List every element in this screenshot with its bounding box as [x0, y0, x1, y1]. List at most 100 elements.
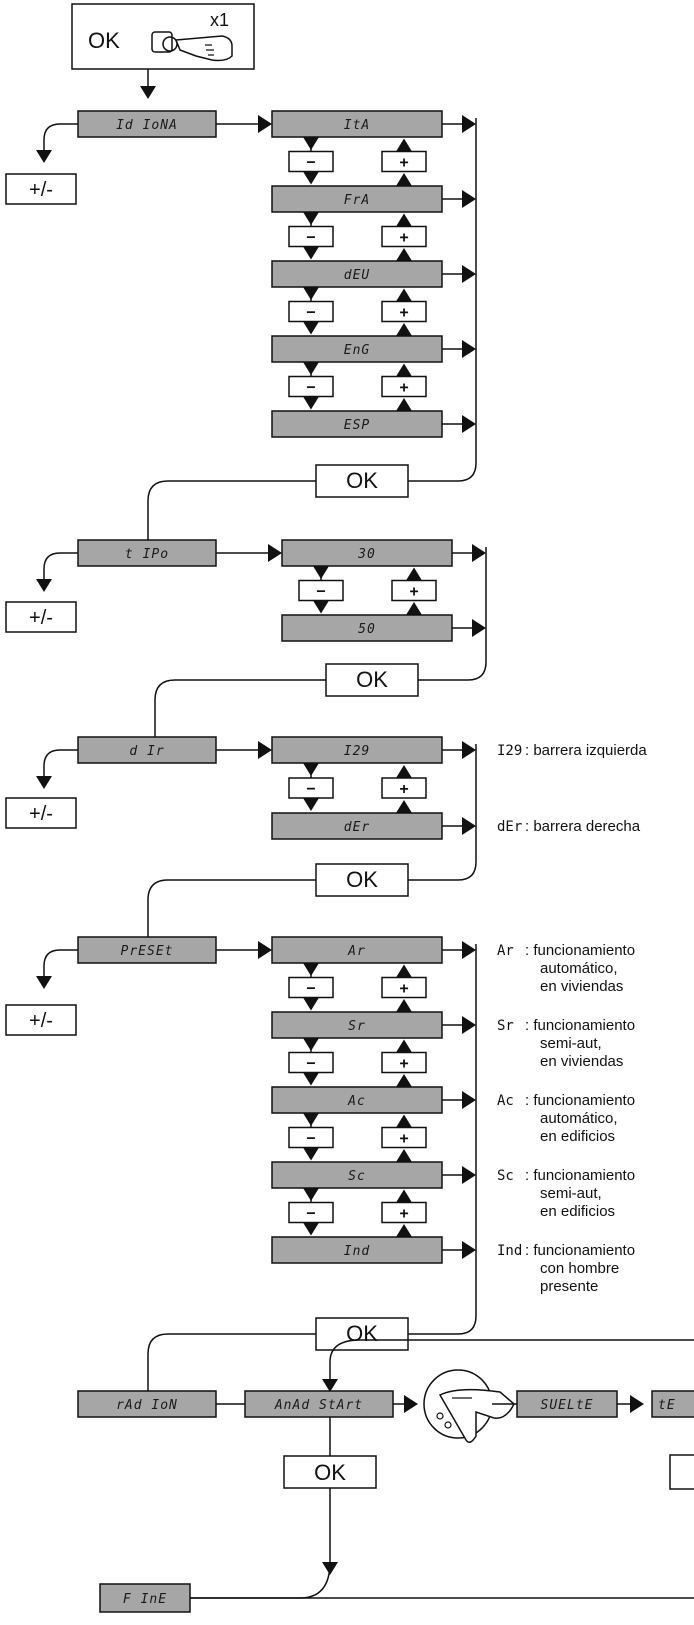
arrow-up-icon	[396, 1189, 412, 1203]
note-dir-1: dEr: barrera derecha	[497, 818, 641, 835]
option-idioma-0[interactable]: ItA	[271, 110, 443, 138]
arrow-up-icon	[396, 1149, 412, 1162]
plus-idioma-2-rect	[381, 300, 427, 323]
arrow-down-icon	[303, 1113, 319, 1126]
option-dir-1[interactable]: dEr	[271, 812, 443, 840]
plus-dir-0[interactable]: +	[381, 777, 427, 799]
plus-dir-0-label: +	[399, 781, 408, 798]
minus-preset-3[interactable]: −	[288, 1201, 334, 1224]
arrow-up-icon	[396, 173, 412, 186]
menu-dir[interactable]: d Ir	[77, 736, 217, 764]
count-label: x1	[210, 10, 229, 30]
note-dir-0-line-0: : barrera izquierda	[525, 742, 647, 759]
arrow-right-icon	[462, 1241, 476, 1259]
menu-tipo[interactable]: t IPo	[77, 539, 217, 567]
option-dir-1-label: dEr	[344, 820, 370, 835]
minus-preset-1[interactable]: −	[288, 1051, 334, 1074]
option-idioma-3[interactable]: EnG	[271, 335, 443, 363]
next-step-label: tE	[658, 1398, 676, 1413]
minus-preset-3-label: −	[306, 1206, 315, 1223]
option-tipo-0[interactable]: 30	[281, 539, 453, 567]
minus-idioma-2[interactable]: −	[288, 300, 334, 323]
arrow-down-icon	[303, 396, 319, 410]
menu-idioma[interactable]: Id IoNA	[77, 110, 217, 138]
plus-idioma-1[interactable]: +	[381, 225, 427, 248]
option-preset-1[interactable]: Sr	[271, 1011, 443, 1039]
menu-preset-rect	[77, 936, 217, 964]
plus-preset-2[interactable]: +	[381, 1126, 427, 1149]
option-idioma-1[interactable]: FrA	[271, 185, 443, 213]
menu-preset-label: PrESEt	[121, 944, 174, 959]
ok-tipo[interactable]: OK	[325, 663, 419, 697]
option-preset-0[interactable]: Ar	[271, 936, 443, 964]
arrow-down-icon	[36, 776, 52, 789]
option-preset-3-rect	[271, 1161, 443, 1189]
note-preset-4-line-2: presente	[540, 1278, 598, 1295]
arrow-right-icon	[462, 741, 476, 759]
option-preset-3[interactable]: Sc	[271, 1161, 443, 1189]
option-preset-4[interactable]: Ind	[271, 1236, 443, 1264]
option-preset-1-rect	[271, 1011, 443, 1039]
minus-dir-0[interactable]: −	[288, 777, 334, 799]
plus-minus-dir[interactable]: +/-	[5, 797, 77, 829]
minus-idioma-1[interactable]: −	[288, 225, 334, 248]
option-dir-0-label: I29	[344, 744, 370, 759]
plus-minus-preset[interactable]: +/-	[5, 1004, 77, 1036]
arrow-down-icon	[303, 137, 319, 150]
minus-idioma-0[interactable]: −	[288, 150, 334, 173]
ok-dir[interactable]: OK	[315, 863, 409, 897]
minus-idioma-3[interactable]: −	[288, 375, 334, 398]
minus-preset-2[interactable]: −	[288, 1126, 334, 1149]
menu-idioma-rect	[77, 110, 217, 138]
note-preset-0-line-1: automático,	[540, 960, 618, 977]
note-preset-1-line-1: semi-aut,	[540, 1035, 602, 1052]
plus-minus-preset-rect	[5, 1004, 77, 1036]
plus-minus-tipo[interactable]: +/-	[5, 601, 77, 633]
minus-tipo-0[interactable]: −	[298, 579, 344, 602]
option-tipo-1[interactable]: 50	[281, 614, 453, 642]
minus-idioma-2-label: −	[306, 305, 315, 322]
arrow-right-icon	[462, 1091, 476, 1109]
plus-preset-1[interactable]: +	[381, 1051, 427, 1074]
menu-radio[interactable]: rAd IoN	[77, 1390, 217, 1418]
arrow-up-icon	[396, 248, 412, 261]
plus-tipo-0[interactable]: +	[391, 579, 437, 602]
ok-idioma[interactable]: OK	[315, 464, 409, 498]
plus-minus-idioma-rect	[5, 173, 77, 205]
arrow-down-icon	[303, 212, 319, 225]
plus-idioma-0[interactable]: +	[381, 150, 427, 173]
menu-fine: F InE	[99, 1583, 191, 1613]
plus-preset-0[interactable]: +	[381, 976, 427, 999]
note-preset-1-line-2: en viviendas	[540, 1053, 623, 1070]
arrow-right-icon	[258, 941, 272, 959]
option-preset-2-rect	[271, 1086, 443, 1114]
connector-path	[43, 949, 78, 976]
start-button-box[interactable]: AnAd StArt	[244, 1390, 394, 1418]
arrow-down-icon	[36, 150, 52, 163]
note-preset-2-code: Ac	[497, 1093, 514, 1109]
plus-minus-idioma[interactable]: +/-	[5, 173, 77, 205]
arrow-right-icon	[462, 340, 476, 358]
arrow-down-icon	[303, 997, 319, 1011]
option-dir-0[interactable]: I29	[271, 736, 443, 764]
option-preset-2[interactable]: Ac	[271, 1086, 443, 1114]
option-idioma-4-rect	[271, 410, 443, 438]
option-idioma-4[interactable]: ESP	[271, 410, 443, 438]
plus-idioma-2[interactable]: +	[381, 300, 427, 323]
arrow-right-icon	[462, 415, 476, 433]
plus-idioma-3[interactable]: +	[381, 375, 427, 398]
note-preset-2-line-0: : funcionamiento	[525, 1092, 635, 1109]
menu-fine-rect	[99, 1583, 191, 1613]
plus-preset-3[interactable]: +	[381, 1201, 427, 1224]
connector-path	[408, 861, 477, 881]
option-idioma-1-label: FrA	[344, 193, 370, 208]
plus-minus-preset-label: +/-	[29, 1010, 53, 1032]
plus-tipo-0-label: +	[409, 584, 418, 601]
option-idioma-2[interactable]: dEU	[271, 260, 443, 288]
ok-preset[interactable]: OK	[315, 1317, 409, 1351]
plus-preset-2-rect	[381, 1126, 427, 1149]
radio-ok-button[interactable]: OK	[283, 1455, 377, 1489]
menu-preset[interactable]: PrESEt	[77, 936, 217, 964]
minus-preset-0[interactable]: −	[288, 976, 334, 999]
